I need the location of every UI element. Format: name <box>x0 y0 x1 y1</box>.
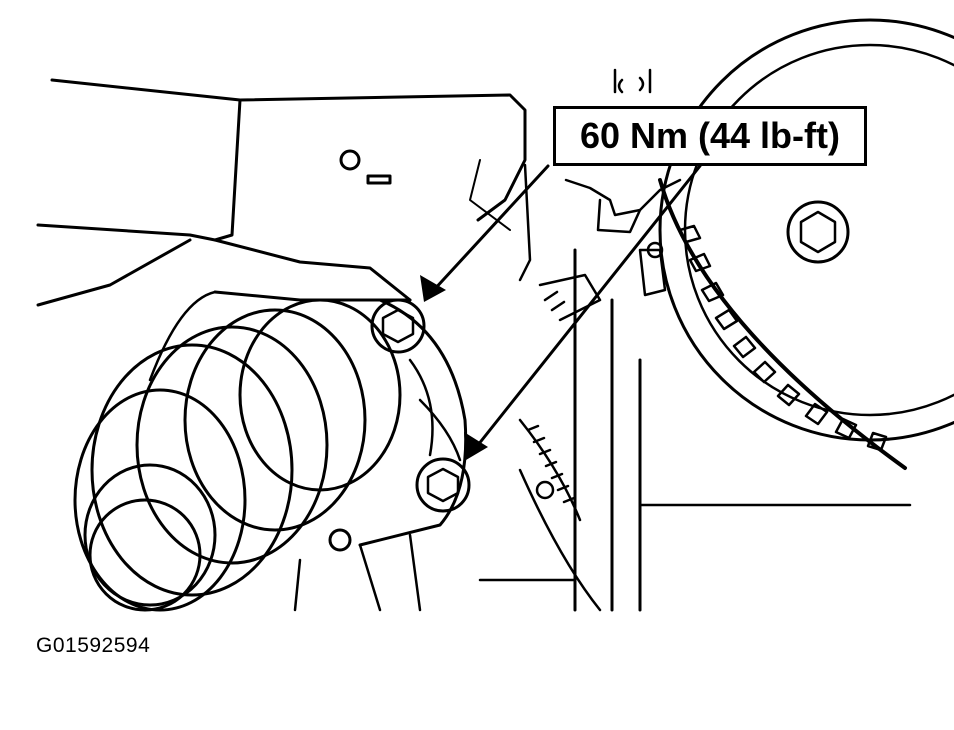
upper-small-parts <box>518 68 682 322</box>
bracket-slot <box>366 174 392 185</box>
callout-leader-arrows <box>420 164 702 460</box>
upper-bolt-icon <box>370 298 426 354</box>
figure-id-label: G01592594 <box>36 634 151 657</box>
bolt-flange <box>293 298 468 612</box>
cv-joint-boot <box>73 290 412 612</box>
center-housing <box>478 248 912 612</box>
hex-socket-plug <box>786 200 850 264</box>
lower-bolt-icon <box>415 457 471 513</box>
torque-spec-callout: 60 Nm (44 lb-ft) <box>553 106 867 166</box>
upper-bracket <box>36 78 527 307</box>
bracket-hole <box>339 149 361 171</box>
small-gear <box>518 418 582 522</box>
toothed-wheel <box>658 18 954 470</box>
